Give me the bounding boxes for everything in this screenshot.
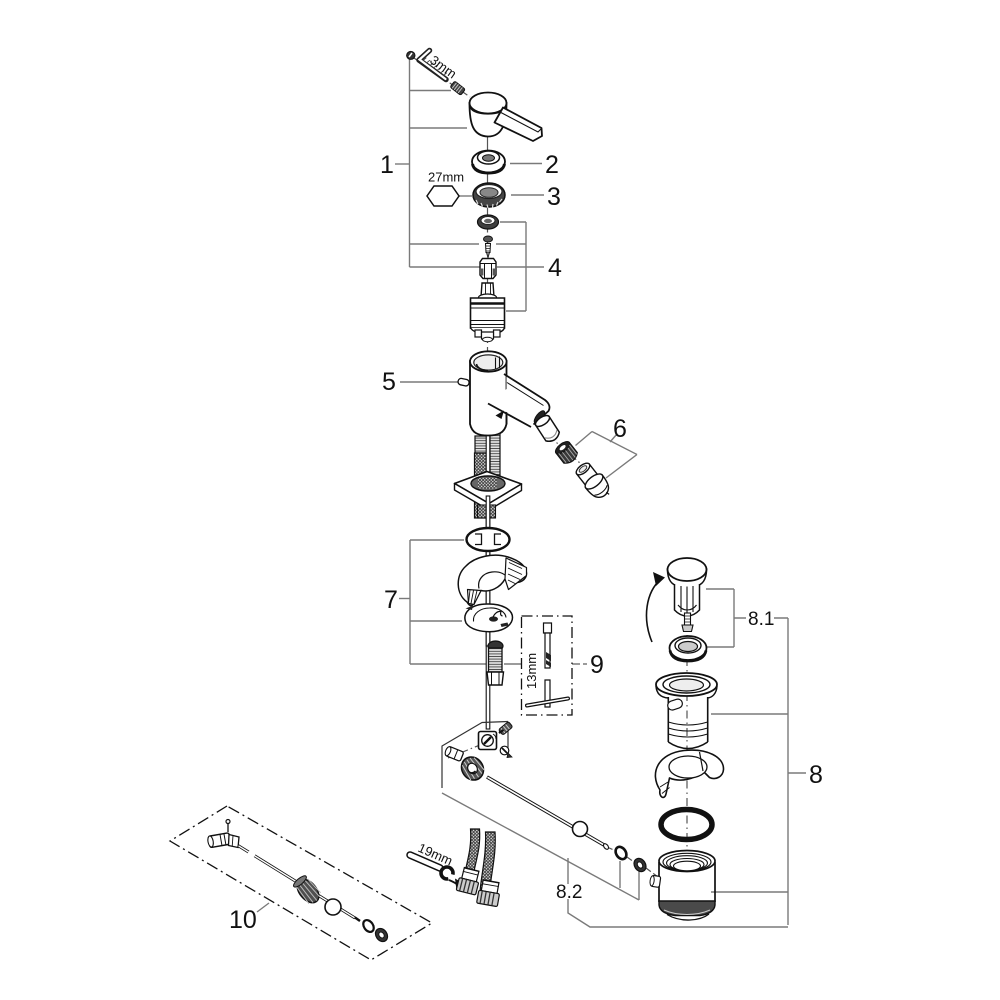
svg-text:8.1: 8.1 [748, 609, 774, 630]
svg-text:3: 3 [547, 183, 561, 211]
svg-text:7: 7 [384, 586, 398, 614]
svg-text:1: 1 [380, 151, 394, 179]
svg-text:2: 2 [545, 151, 559, 179]
svg-text:6: 6 [613, 415, 627, 443]
svg-text:4: 4 [548, 254, 562, 282]
svg-text:8: 8 [809, 761, 823, 789]
svg-text:8.2: 8.2 [556, 882, 582, 903]
svg-text:9: 9 [590, 651, 604, 679]
svg-text:5: 5 [382, 368, 396, 396]
svg-text:10: 10 [229, 906, 257, 934]
svg-text:27mm: 27mm [428, 170, 464, 185]
svg-text:13mm: 13mm [524, 653, 539, 689]
